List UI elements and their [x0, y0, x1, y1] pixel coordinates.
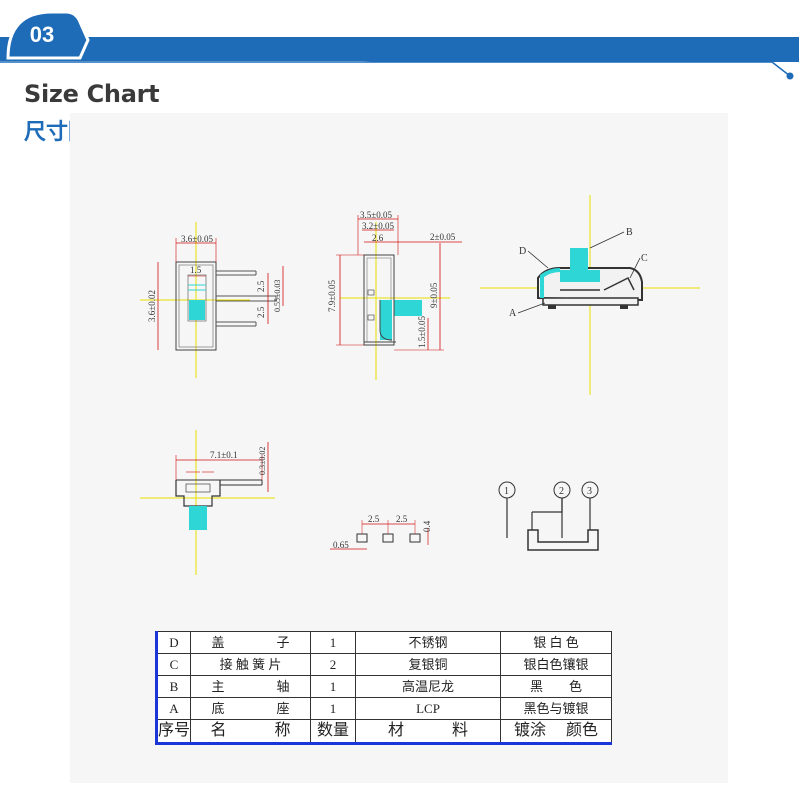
bom-header-qty: 数量 [310, 719, 356, 745]
front-view: 3.6±0.05 1.5 3.6±0.02 2.5 2.5 0.55±0.03 [140, 222, 284, 378]
pad-pitch-right: 2.5 [396, 514, 408, 524]
section-number: 03 [29, 22, 55, 47]
section-label-a: A [509, 308, 517, 319]
pad-layout: 2.5 2.5 0.4 0.65 [330, 514, 432, 550]
pad-pitch-left: 2.5 [368, 514, 380, 524]
bottom-width-dim: 7.1±0.1 [210, 450, 237, 460]
front-height-dim: 3.6±0.02 [147, 290, 157, 322]
bom-name: 接 触 簧 片 [190, 653, 311, 676]
bom-material: 高温尼龙 [355, 675, 501, 698]
bom-code: B [155, 675, 191, 698]
bom-finish: 银 白 色 [500, 631, 612, 654]
bom-qty: 1 [310, 697, 356, 720]
bom-code: A [155, 697, 191, 720]
bom-finish: 黑色与镀银 [500, 697, 612, 720]
bom-header-code: 序号 [155, 719, 191, 745]
bom-material: 复银铜 [355, 653, 501, 676]
bom-qty: 1 [310, 675, 356, 698]
bom-table: D 盖 子 1 不锈钢 银 白 色 C 接 触 簧 片 2 复银铜 银白色镶银 … [155, 631, 612, 745]
side-dim-lower: 1.5±0.05 [417, 316, 427, 348]
section-label-d: D [519, 246, 526, 257]
bom-finish: 黑 色 [500, 675, 612, 698]
bom-qty: 1 [310, 631, 356, 654]
schematic-pin-1: 1 [504, 486, 509, 497]
side-dim-right: 2±0.05 [430, 232, 456, 242]
table-row: B 主 轴 1 高温尼龙 黑 色 [155, 675, 612, 698]
schematic-pin-2: 2 [559, 486, 564, 497]
front-pitch-lower: 2.5 [256, 306, 266, 318]
bottom-view: 7.1±0.1 0.3±0.02 [140, 430, 275, 575]
side-view: 3.5±0.05 3.2±0.05 2.6 2±0.05 7.9±0.05 9±… [327, 210, 462, 380]
bom-finish: 银白色镶银 [500, 653, 612, 676]
side-dim-top-2: 3.2±0.05 [362, 221, 394, 231]
bom-material: 不锈钢 [355, 631, 501, 654]
section-label-b: B [626, 227, 633, 238]
side-dim-top-1: 3.5±0.05 [360, 210, 392, 220]
bom-qty: 2 [310, 653, 356, 676]
table-header-row: 序号 名 称 数量 材 料 镀涂 颜色 [155, 719, 612, 745]
front-width-dim: 3.6±0.05 [181, 234, 213, 244]
table-row: A 底 座 1 LCP 黑色与镀银 [155, 697, 612, 720]
bom-code: D [155, 631, 191, 654]
page-title-en: Size Chart [24, 80, 160, 108]
front-slot-dim: 1.5 [190, 265, 202, 275]
schematic-pin-3: 3 [587, 486, 592, 497]
bottom-height-dim: 0.3±0.02 [258, 447, 267, 475]
table-row: C 接 触 簧 片 2 复银铜 银白色镶银 [155, 653, 612, 676]
pad-width-dim: 0.65 [333, 540, 349, 550]
bom-name: 底 座 [190, 697, 311, 720]
header-ribbon [0, 10, 799, 80]
table-row: D 盖 子 1 不锈钢 银 白 色 [155, 631, 612, 654]
bom-material: LCP [355, 697, 501, 720]
front-pin-dim: 0.55±0.03 [273, 280, 282, 312]
front-pitch-upper: 2.5 [256, 280, 266, 292]
side-dim-left-height: 7.9±0.05 [327, 280, 337, 312]
bom-name: 主 轴 [190, 675, 311, 698]
pad-height-dim: 0.4 [422, 520, 432, 532]
bom-header-name: 名 称 [190, 719, 311, 745]
section-label-c: C [641, 253, 648, 264]
side-dim-right-height: 9±0.05 [429, 282, 439, 308]
bom-header-finish: 镀涂 颜色 [500, 719, 612, 745]
bom-header-material: 材 料 [355, 719, 501, 745]
bom-name: 盖 子 [190, 631, 311, 654]
bom-code: C [155, 653, 191, 676]
schematic: 1 2 3 [498, 481, 599, 551]
section-view: B D C A [480, 195, 700, 395]
side-dim-top-3: 2.6 [372, 233, 384, 243]
